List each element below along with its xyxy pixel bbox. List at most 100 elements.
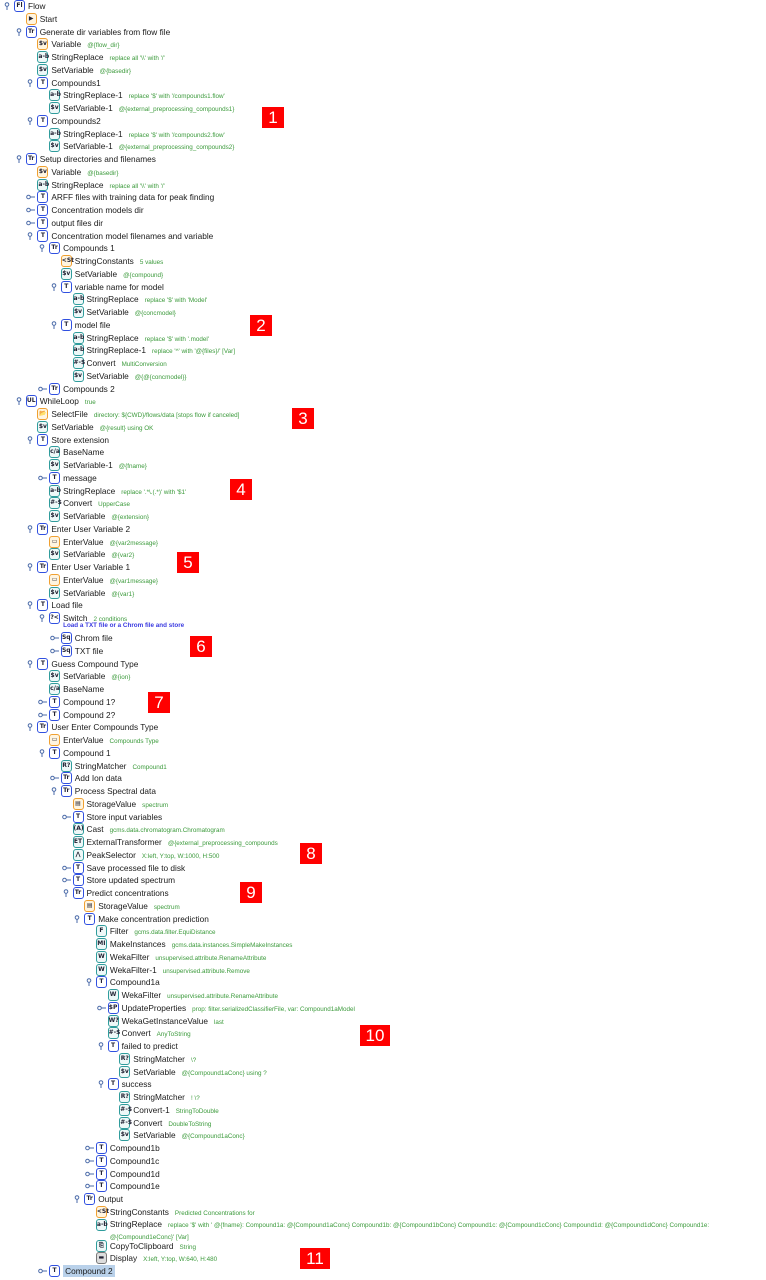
- expanded-toggle-icon[interactable]: [50, 320, 59, 329]
- collapsed-toggle-icon[interactable]: [38, 711, 48, 719]
- node-label[interactable]: Chrom file: [75, 632, 113, 644]
- collapsed-toggle-icon[interactable]: [61, 813, 71, 821]
- expanded-toggle-icon[interactable]: [26, 723, 35, 732]
- node-label[interactable]: SetVariable-1@{fname}: [63, 459, 147, 473]
- expanded-toggle-icon[interactable]: [73, 1195, 82, 1203]
- node-label[interactable]: Compounds 1: [63, 242, 115, 254]
- node-label[interactable]: StringMatcher! \?: [133, 1091, 199, 1105]
- collapsed-toggle-icon[interactable]: [96, 1004, 106, 1012]
- node-label[interactable]: failed to predict: [122, 1040, 178, 1052]
- node-label[interactable]: SetVariable@{compound}: [75, 268, 163, 282]
- node-label[interactable]: Concentration model filenames and variab…: [51, 230, 213, 242]
- node-label[interactable]: Flow: [28, 0, 46, 12]
- tree-node[interactable]: ▶Start: [0, 12, 766, 26]
- node-label[interactable]: Enter User Variable 2: [51, 523, 130, 535]
- node-label[interactable]: EnterValue@{var2message}: [63, 536, 158, 550]
- expanded-toggle-icon[interactable]: [85, 978, 94, 987]
- node-label[interactable]: message: [63, 472, 97, 484]
- expanded-toggle-icon[interactable]: [26, 563, 35, 571]
- node-label[interactable]: SetVariable@{result} using OK: [51, 421, 153, 435]
- node-label[interactable]: Compound 1?: [63, 696, 115, 708]
- collapsed-toggle-icon[interactable]: [26, 193, 36, 201]
- tree-node[interactable]: R?StringMatcher\?: [0, 1052, 766, 1066]
- node-label[interactable]: SetVariable@{concmodel}: [87, 306, 176, 320]
- node-label[interactable]: Store extension: [51, 434, 109, 446]
- collapsed-toggle-icon[interactable]: [85, 1170, 94, 1178]
- expanded-toggle-icon[interactable]: [3, 2, 12, 10]
- node-label[interactable]: Start: [40, 13, 58, 25]
- node-label[interactable]: Compound 2: [63, 1265, 115, 1277]
- node-label[interactable]: Compounds1: [51, 77, 100, 89]
- expanded-toggle-icon[interactable]: [15, 155, 24, 163]
- expanded-toggle-icon[interactable]: [38, 244, 47, 253]
- tree-node[interactable]: ▭EnterValue@{var1message}: [0, 573, 766, 587]
- expanded-toggle-icon[interactable]: [97, 1042, 106, 1050]
- collapsed-toggle-icon[interactable]: [61, 864, 71, 872]
- expanded-toggle-icon[interactable]: [26, 435, 35, 444]
- expanded-toggle-icon[interactable]: [26, 231, 35, 240]
- node-label[interactable]: SetVariable@{extension}: [63, 510, 149, 524]
- collapsed-toggle-icon[interactable]: [26, 219, 36, 227]
- expanded-toggle-icon[interactable]: [15, 397, 24, 406]
- node-label[interactable]: BaseName: [63, 446, 104, 458]
- node-label[interactable]: Output: [98, 1193, 123, 1205]
- node-label[interactable]: ARFF files with training data for peak f…: [51, 191, 214, 203]
- node-label[interactable]: SetVariable-1@{external_preprocessing_co…: [63, 140, 234, 154]
- collapsed-toggle-icon[interactable]: [38, 1267, 48, 1275]
- expanded-toggle-icon[interactable]: [38, 614, 47, 622]
- node-label[interactable]: Compound1a: [110, 976, 160, 988]
- node-label[interactable]: Process Spectral data: [75, 785, 156, 797]
- node-label[interactable]: Add Ion data: [75, 772, 122, 784]
- node-label[interactable]: Compound1d: [110, 1168, 160, 1180]
